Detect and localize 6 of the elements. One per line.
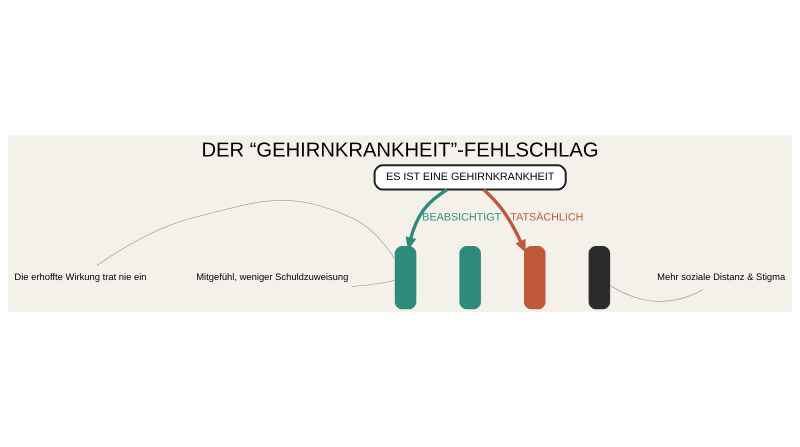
edge-label: BEABSICHTIGT <box>422 211 502 224</box>
edge-label: TATSÄCHLICH <box>510 211 584 224</box>
node-text: Mitgefühl, weniger Schuldzuweisung <box>196 271 348 282</box>
diagram-title: DER “GEHIRNKRANKHEIT”-FEHLSCHLAG <box>201 140 599 162</box>
node-text: Die erhoffte Wirkung trat nie ein <box>14 271 147 282</box>
node-text: Mehr soziale Distanz & Stigma <box>657 271 786 282</box>
